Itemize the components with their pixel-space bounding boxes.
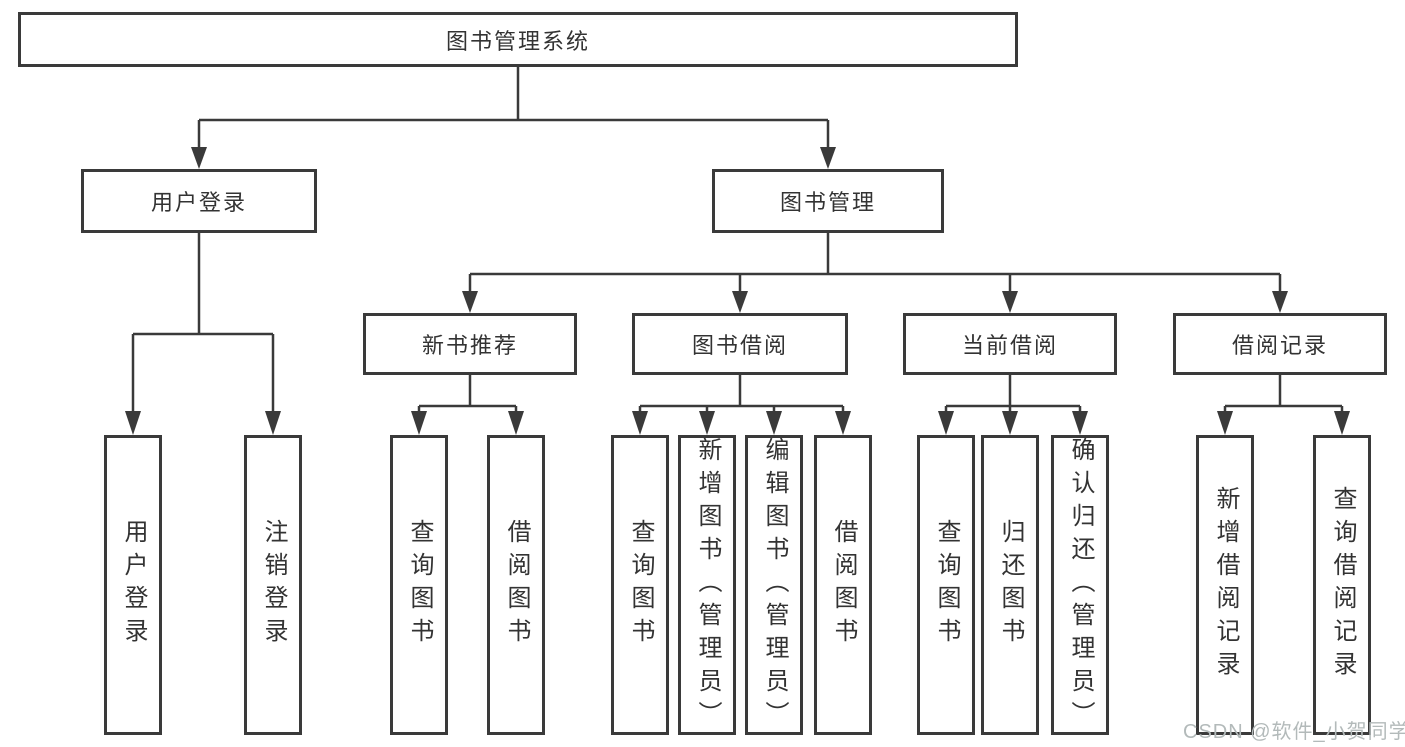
leaf-label: 新增图书（管理员） bbox=[694, 436, 721, 734]
connector-new-book-to-leaves bbox=[411, 375, 524, 435]
leaf-label: 归还图书 bbox=[997, 519, 1024, 651]
leaf-label: 查询图书 bbox=[627, 519, 654, 651]
leaf-query-books-borrow: 查询图书 bbox=[611, 435, 669, 735]
node-book-borrowing: 图书借阅 bbox=[632, 313, 848, 375]
connector-book-mgmt-to-level3 bbox=[462, 233, 1288, 313]
node-book-management-module: 图书管理 bbox=[712, 169, 944, 233]
leaf-label: 确认归还（管理员） bbox=[1067, 436, 1094, 734]
node-current-borrowing: 当前借阅 bbox=[903, 313, 1117, 375]
leaf-label: 查询图书 bbox=[933, 519, 960, 651]
leaf-borrow-books-recommend: 借阅图书 bbox=[487, 435, 545, 735]
leaf-label: 借阅图书 bbox=[830, 519, 857, 651]
leaf-add-books-admin: 新增图书（管理员） bbox=[678, 435, 736, 735]
leaf-return-books: 归还图书 bbox=[981, 435, 1039, 735]
leaf-query-borrow-record: 查询借阅记录 bbox=[1313, 435, 1371, 735]
connector-user-login-to-leaves bbox=[125, 233, 281, 435]
connector-borrow-record-to-leaves bbox=[1217, 375, 1350, 435]
leaf-query-books-current: 查询图书 bbox=[917, 435, 975, 735]
connector-book-borrow-to-leaves bbox=[632, 375, 851, 435]
node-new-book-recommend: 新书推荐 bbox=[363, 313, 577, 375]
leaf-label: 查询借阅记录 bbox=[1329, 486, 1356, 684]
node-root-system: 图书管理系统 bbox=[18, 12, 1018, 67]
node-user-login-module: 用户登录 bbox=[81, 169, 317, 233]
leaf-label: 注销登录 bbox=[260, 519, 287, 651]
leaf-label: 编辑图书（管理员） bbox=[761, 436, 788, 734]
leaf-label: 借阅图书 bbox=[503, 519, 530, 651]
leaf-edit-books-admin: 编辑图书（管理员） bbox=[745, 435, 803, 735]
leaf-logout: 注销登录 bbox=[244, 435, 302, 735]
leaf-query-books-recommend: 查询图书 bbox=[390, 435, 448, 735]
connector-root-to-level2 bbox=[191, 67, 836, 169]
node-borrowing-records: 借阅记录 bbox=[1173, 313, 1387, 375]
leaf-borrow-books: 借阅图书 bbox=[814, 435, 872, 735]
connector-current-borrow-to-leaves bbox=[938, 375, 1088, 435]
leaf-label: 用户登录 bbox=[120, 519, 147, 651]
leaf-label: 新增借阅记录 bbox=[1212, 486, 1239, 684]
csdn-watermark: CSDN @软件_小贺同学 bbox=[1183, 721, 1405, 743]
leaf-user-login: 用户登录 bbox=[104, 435, 162, 735]
leaf-add-borrow-record: 新增借阅记录 bbox=[1196, 435, 1254, 735]
leaf-confirm-return-admin: 确认归还（管理员） bbox=[1051, 435, 1109, 735]
leaf-label: 查询图书 bbox=[406, 519, 433, 651]
